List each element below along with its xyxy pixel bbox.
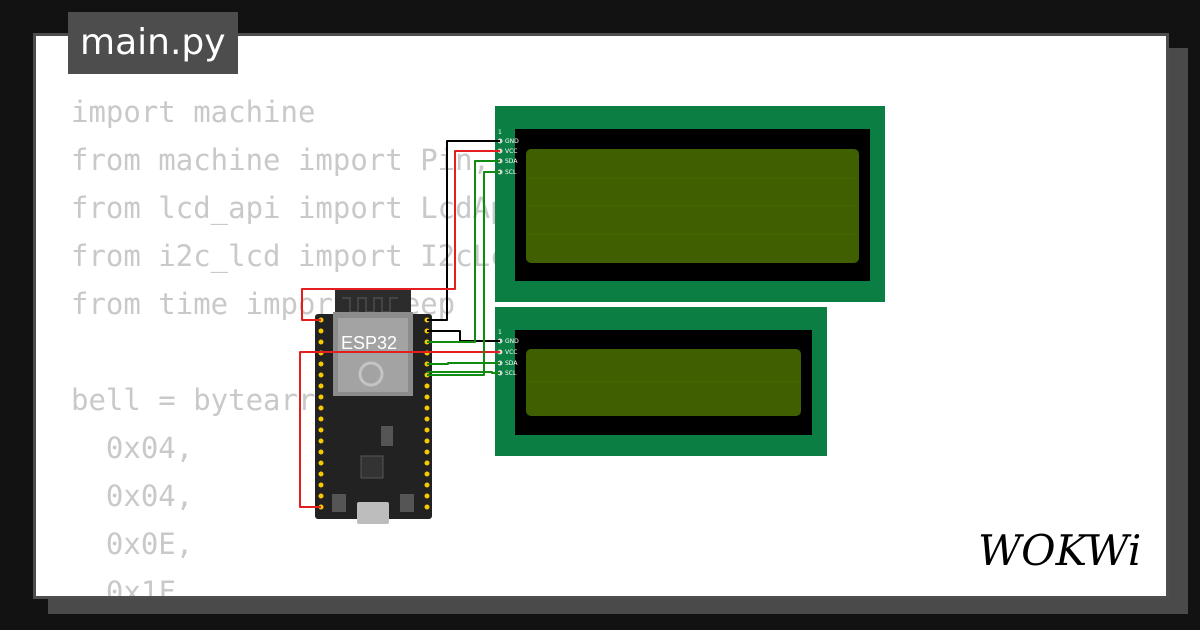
lcd-display-small[interactable]: 1 GND VCC SDA SCL: [495, 307, 827, 456]
pin-gnd-label: GND: [505, 338, 519, 345]
wire-sda-lcd2: [427, 362, 500, 365]
lcd-display-large[interactable]: 1 GND VCC SDA SCL: [495, 106, 885, 302]
en-button[interactable]: [332, 494, 346, 512]
pin-sda-label: SDA: [505, 158, 518, 165]
wire-sda-lcd1: [427, 160, 500, 343]
wire-vcc-lcd2: [299, 351, 500, 508]
wires: [299, 140, 500, 508]
pin-gnd-label: GND: [505, 138, 519, 145]
code-line: 0x1F,: [71, 575, 194, 599]
boot-button[interactable]: [400, 494, 414, 512]
pin-scl-label: SCL: [505, 370, 517, 377]
pin-vcc-label: VCC: [505, 349, 517, 356]
code-line: from lcd_api import LcdApi: [71, 191, 525, 225]
board-label: ESP32: [341, 333, 397, 353]
wokwi-logo-text: WOKWi: [978, 526, 1141, 573]
pin-scl-label: SCL: [505, 169, 517, 176]
pin-index-label: 1: [498, 129, 502, 136]
lcd-pin-header: 1 GND VCC SDA SCL: [497, 329, 519, 377]
esp32-board[interactable]: ESP32: [315, 290, 432, 524]
wire-vcc-lcd1: [301, 150, 500, 321]
wire-scl-lcd2: [427, 371, 500, 374]
espressif-logo-icon: [358, 361, 384, 387]
wire-scl-lcd1: [427, 171, 500, 376]
pin-vcc-label: VCC: [505, 148, 517, 155]
code-line: 0x04,: [71, 479, 194, 513]
code-line: 0x04,: [71, 431, 194, 465]
code-line: import machine: [71, 95, 316, 129]
usb-port: [357, 502, 389, 524]
module-can: [338, 318, 408, 392]
file-tab[interactable]: main.py: [68, 12, 238, 74]
code-line: 0x0E,: [71, 527, 194, 561]
wokwi-logo: WOKWi: [978, 526, 1141, 573]
lcd-char-grid: [526, 177, 859, 235]
pin-index-label: 1: [498, 329, 502, 336]
wire-gnd-lcd1: [427, 140, 500, 321]
wire-gnd-lcd2: [427, 330, 500, 342]
pin-sda-label: SDA: [505, 360, 518, 367]
regulator-chip: [381, 426, 393, 446]
usb-uart-chip: [360, 455, 384, 479]
